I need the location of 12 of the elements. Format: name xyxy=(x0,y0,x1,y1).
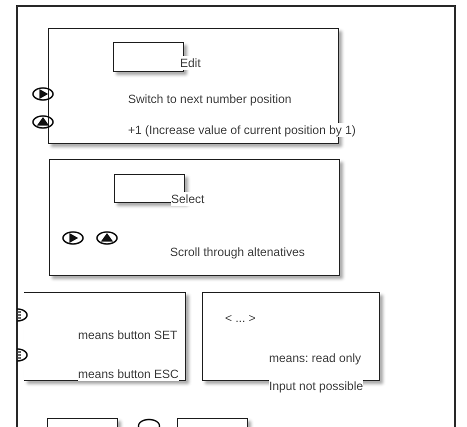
description-text: means: read only xyxy=(269,351,362,365)
description-text: Switch to next number position xyxy=(128,92,292,106)
description-text: +1 (Increase value of current position by 1) xyxy=(128,123,356,137)
description-text: Scroll through altenatives xyxy=(170,245,305,259)
display-box xyxy=(177,418,248,427)
mode-label: Select xyxy=(171,192,204,206)
description-text: means button SET xyxy=(78,328,178,342)
description-text: means button ESC xyxy=(78,367,179,381)
mode-label: Edit xyxy=(180,56,201,70)
description-text: Input not possible xyxy=(269,379,364,393)
display-box xyxy=(47,418,118,427)
panel xyxy=(49,159,340,276)
